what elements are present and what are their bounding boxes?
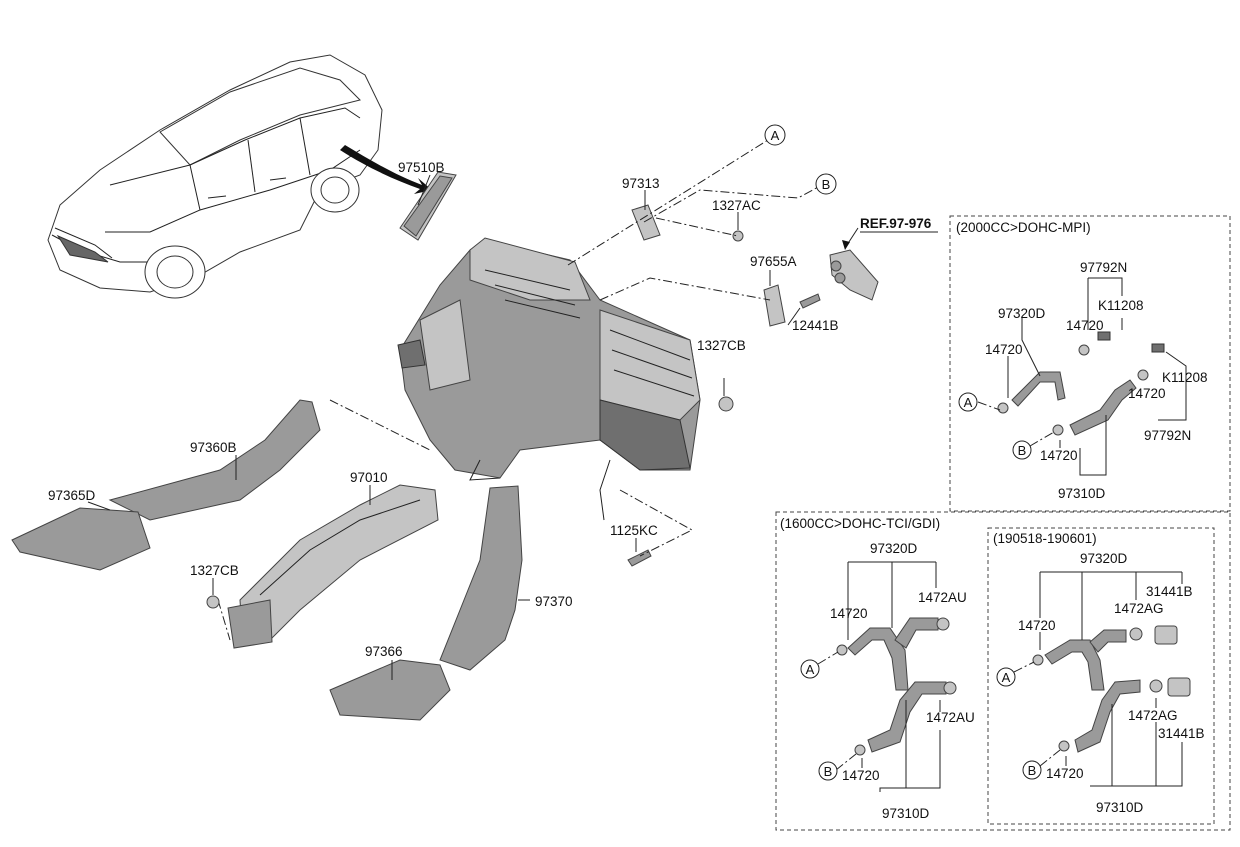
variant-title-date: (190518-190601) [993,531,1097,546]
variant-box-tci [775,511,1231,831]
tci-label-14720-b: 14720 [842,768,880,783]
variant-title-mpi: (2000CC>DOHC-MPI) [956,220,1091,235]
mpi-ref-circle-a: A [958,392,978,412]
duct-97360B [108,399,321,521]
screw-12441B [799,293,821,309]
svg-text:A: A [964,395,973,410]
label-1125KC: 1125KC [610,523,658,538]
tci-label-1472AU-b: 1472AU [926,710,975,725]
svg-text:B: B [1028,763,1037,778]
mpi-label-14720-a: 14720 [985,342,1023,357]
label-97510B: 97510B [398,160,445,175]
mpi-ref-circle-b: B [1012,440,1032,460]
vehicle-illustration [47,54,383,299]
hose-lower-mpi [1069,379,1137,436]
date-label-1472AG-b: 1472AG [1128,708,1178,723]
label-ref: REF.97-976 [860,216,932,231]
label-97370: 97370 [535,594,573,609]
svg-text:B: B [822,177,831,192]
mpi-label-14720-b: 14720 [1066,318,1104,333]
mpi-label-14720-c: 14720 [1128,386,1166,401]
date-label-97320D: 97320D [1080,551,1128,566]
hose-lower-tci [867,681,947,753]
ref-circle-b: B [815,173,837,195]
variant-box-mpi [949,215,1231,512]
label-97360B: 97360B [190,440,237,455]
ref-circle-a: A [764,124,786,146]
label-1327AC: 1327AC [712,198,761,213]
svg-text:A: A [1002,670,1011,685]
variant-title-tci: (1600CC>DOHC-TCI/GDI) [780,516,940,531]
filter-cover [399,171,457,241]
seal-97313 [631,204,661,241]
variant-box-date [987,527,1215,825]
duct-97010 [227,484,439,649]
date-label-1472AG-a: 1472AG [1114,601,1164,616]
label-97010: 97010 [350,470,388,485]
date-label-14720-b: 14720 [1046,766,1084,781]
mpi-label-14720-d: 14720 [1040,448,1078,463]
label-1327CB-a: 1327CB [697,338,746,353]
mpi-label-K11208-r: K11208 [1162,370,1208,385]
grommet-97655A [763,284,786,327]
mpi-label-97320D: 97320D [998,306,1046,321]
label-97365D: 97365D [48,488,96,503]
svg-text:A: A [806,662,815,677]
hose-upper-date [1044,629,1127,691]
tci-label-97310D: 97310D [882,806,930,821]
tci-label-97320D: 97320D [870,541,918,556]
date-label-31441B-a: 31441B [1146,584,1193,599]
svg-text:A: A [771,128,780,143]
date-ref-circle-b: B [1022,760,1042,780]
hose-upper-mpi [1011,371,1066,407]
bolt-1125KC [627,549,652,567]
label-97366: 97366 [365,644,403,659]
tci-label-1472AU-a: 1472AU [918,590,967,605]
mpi-label-97792N-top: 97792N [1080,260,1127,275]
mpi-label-K11208-top: K11208 [1098,298,1144,313]
label-12441B: 12441B [792,318,839,333]
hvac-unit [397,237,734,521]
label-97313: 97313 [622,176,660,191]
svg-text:B: B [824,764,833,779]
tci-ref-circle-b: B [818,761,838,781]
duct-97370 [439,485,523,671]
label-1327CB-b: 1327CB [190,563,239,578]
nut-1327AC [732,230,744,242]
duct-97365D [11,507,151,571]
hose-lower-date [1074,679,1141,753]
mpi-label-97792N-r: 97792N [1144,428,1191,443]
label-97655A: 97655A [750,254,797,269]
svg-text:B: B [1018,443,1027,458]
date-label-31441B-b: 31441B [1158,726,1205,741]
date-label-97310D: 97310D [1096,800,1144,815]
duct-97366 [329,659,451,721]
date-label-14720-a: 14720 [1018,618,1056,633]
date-ref-circle-a: A [996,667,1016,687]
hose-upper-tci [847,617,939,691]
tci-label-14720-a: 14720 [830,606,868,621]
mpi-label-97310D: 97310D [1058,486,1106,501]
ref-connector [829,249,879,301]
tci-ref-circle-a: A [800,659,820,679]
pointer-arrow [340,145,432,194]
